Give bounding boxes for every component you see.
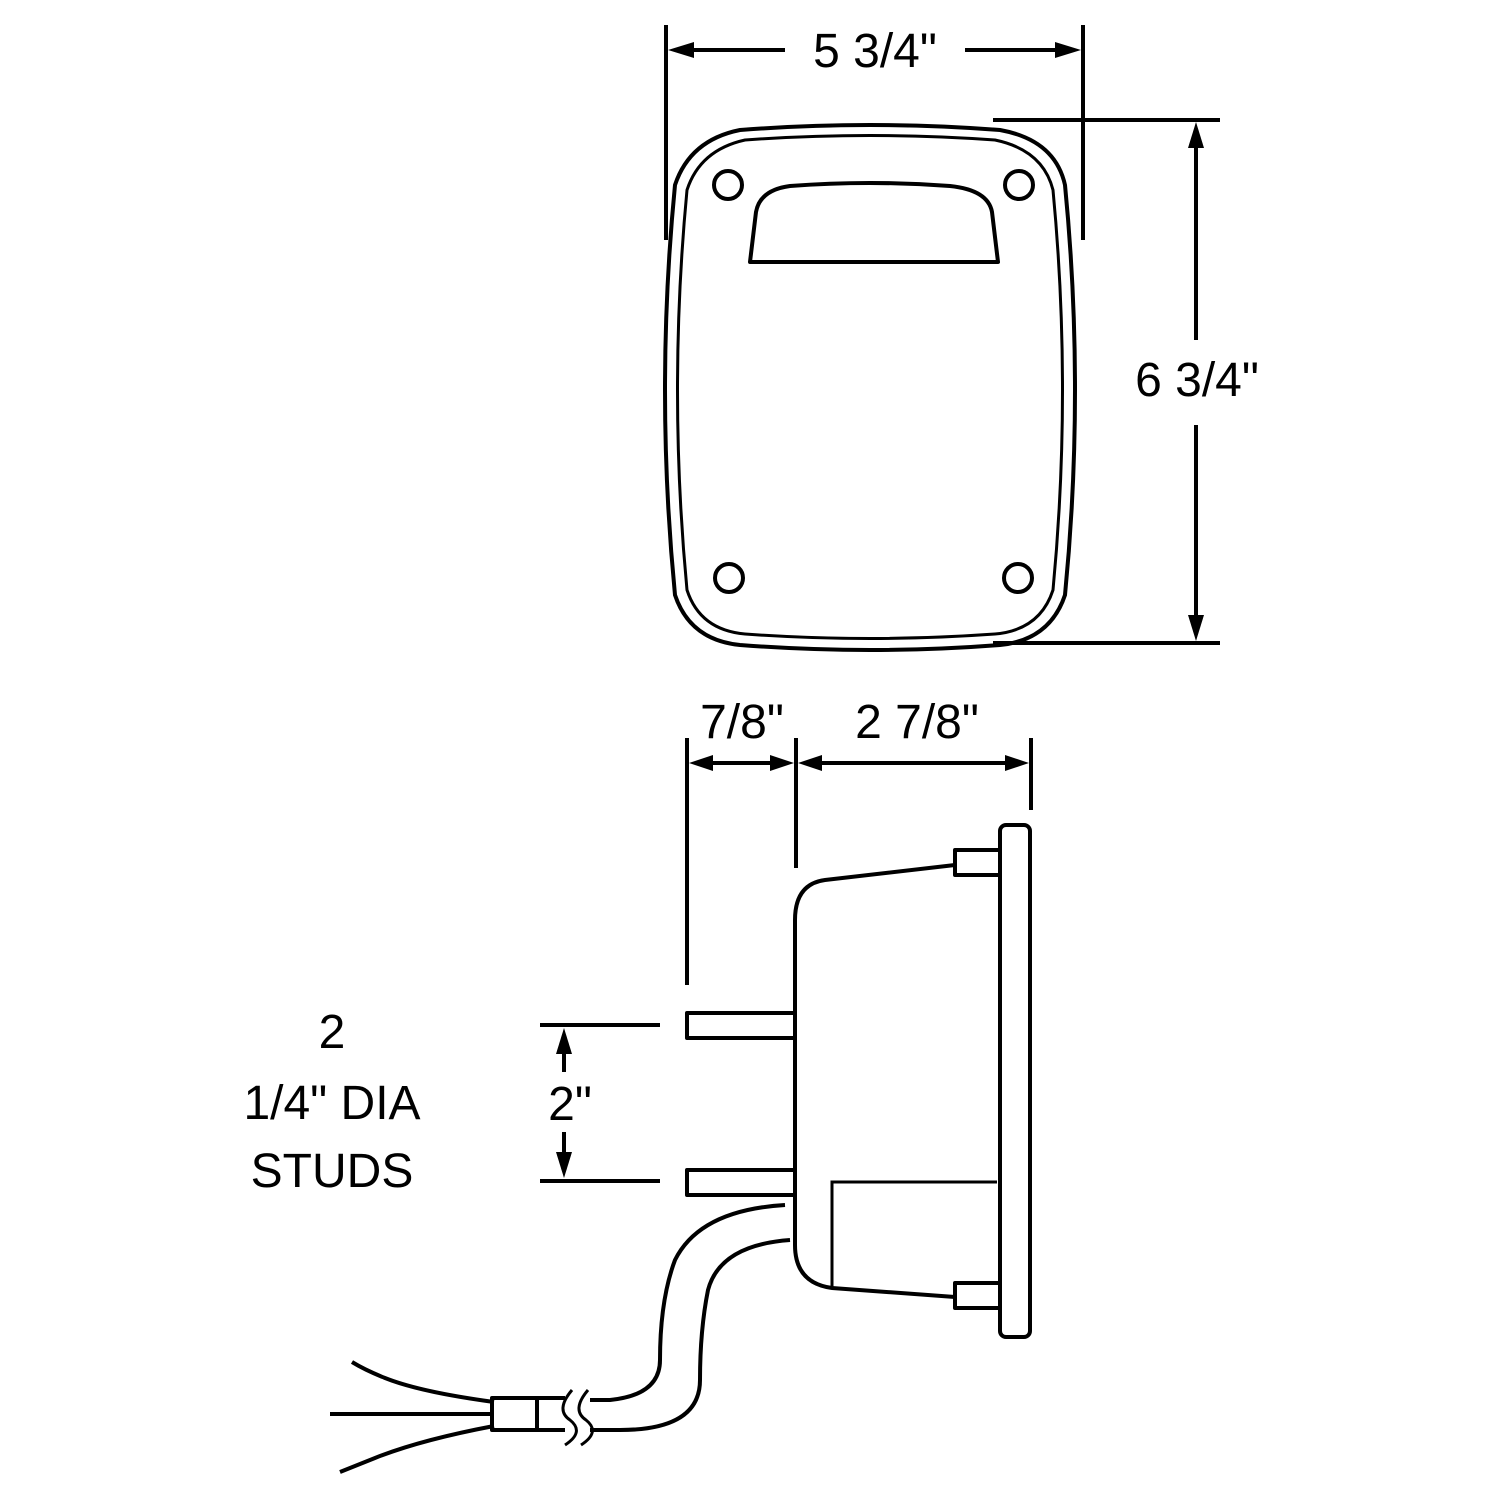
width-arrow-left — [668, 42, 694, 58]
height-label: 6 3/4" — [1135, 354, 1259, 407]
side-boss-bottom — [953, 1281, 1002, 1310]
mounting-hole-top-right — [1003, 169, 1035, 201]
width-label: 5 3/4" — [813, 25, 937, 78]
side-horizontal-dimensions: 7/8" 2 7/8" — [685, 696, 1033, 985]
width-arrow-right — [1055, 42, 1081, 58]
cable-break-left — [561, 1389, 578, 1447]
depth-arrow-left — [798, 755, 822, 771]
stud-spacing-arrow-bottom — [556, 1152, 572, 1178]
side-housing-detail — [830, 1180, 997, 1288]
wire-harness — [330, 1203, 791, 1474]
height-arrow-bottom — [1188, 615, 1204, 641]
stud-spacing-label: 2" — [548, 1078, 592, 1131]
side-boss-top — [953, 848, 1002, 877]
stud-callout: 2 1/4" DIA STUDS — [243, 1006, 420, 1198]
stud-bottom — [685, 1168, 797, 1197]
depth-arrow-right — [1005, 755, 1029, 771]
front-lens-window — [748, 181, 1000, 264]
cable-sleeve — [490, 1396, 539, 1432]
height-dimension: 6 3/4" — [993, 118, 1259, 645]
side-housing-body — [793, 863, 956, 1299]
stud-spacing-dimension: 2" — [540, 1023, 660, 1183]
height-arrow-top — [1188, 122, 1204, 148]
wire-3 — [339, 1424, 495, 1474]
cable-inner — [590, 1238, 791, 1432]
mounting-hole-bottom-right — [1002, 562, 1034, 594]
stud-offset-label: 7/8" — [700, 696, 784, 749]
depth-label: 2 7/8" — [855, 696, 979, 749]
front-view — [663, 123, 1077, 652]
width-dimension: 5 3/4" — [664, 25, 1085, 240]
side-flange — [998, 823, 1032, 1339]
cable-stub — [535, 1396, 565, 1432]
stud-offset-arrow-right — [770, 755, 794, 771]
stud-spacing-arrow-top — [556, 1028, 572, 1054]
mounting-hole-top-left — [712, 169, 744, 201]
stud-offset-arrow-left — [689, 755, 713, 771]
stud-top — [685, 1011, 797, 1040]
front-housing-inner — [676, 134, 1064, 640]
mounting-hole-bottom-left — [713, 562, 745, 594]
side-view — [685, 823, 1032, 1339]
cable-break-right — [577, 1389, 594, 1447]
front-housing-outer — [663, 123, 1077, 652]
wire-1 — [350, 1360, 495, 1404]
stud-callout-line-3: STUDS — [251, 1145, 414, 1198]
cable-outer — [590, 1203, 786, 1402]
stud-callout-line-1: 2 — [319, 1006, 346, 1059]
stud-callout-line-2: 1/4" DIA — [243, 1077, 420, 1130]
